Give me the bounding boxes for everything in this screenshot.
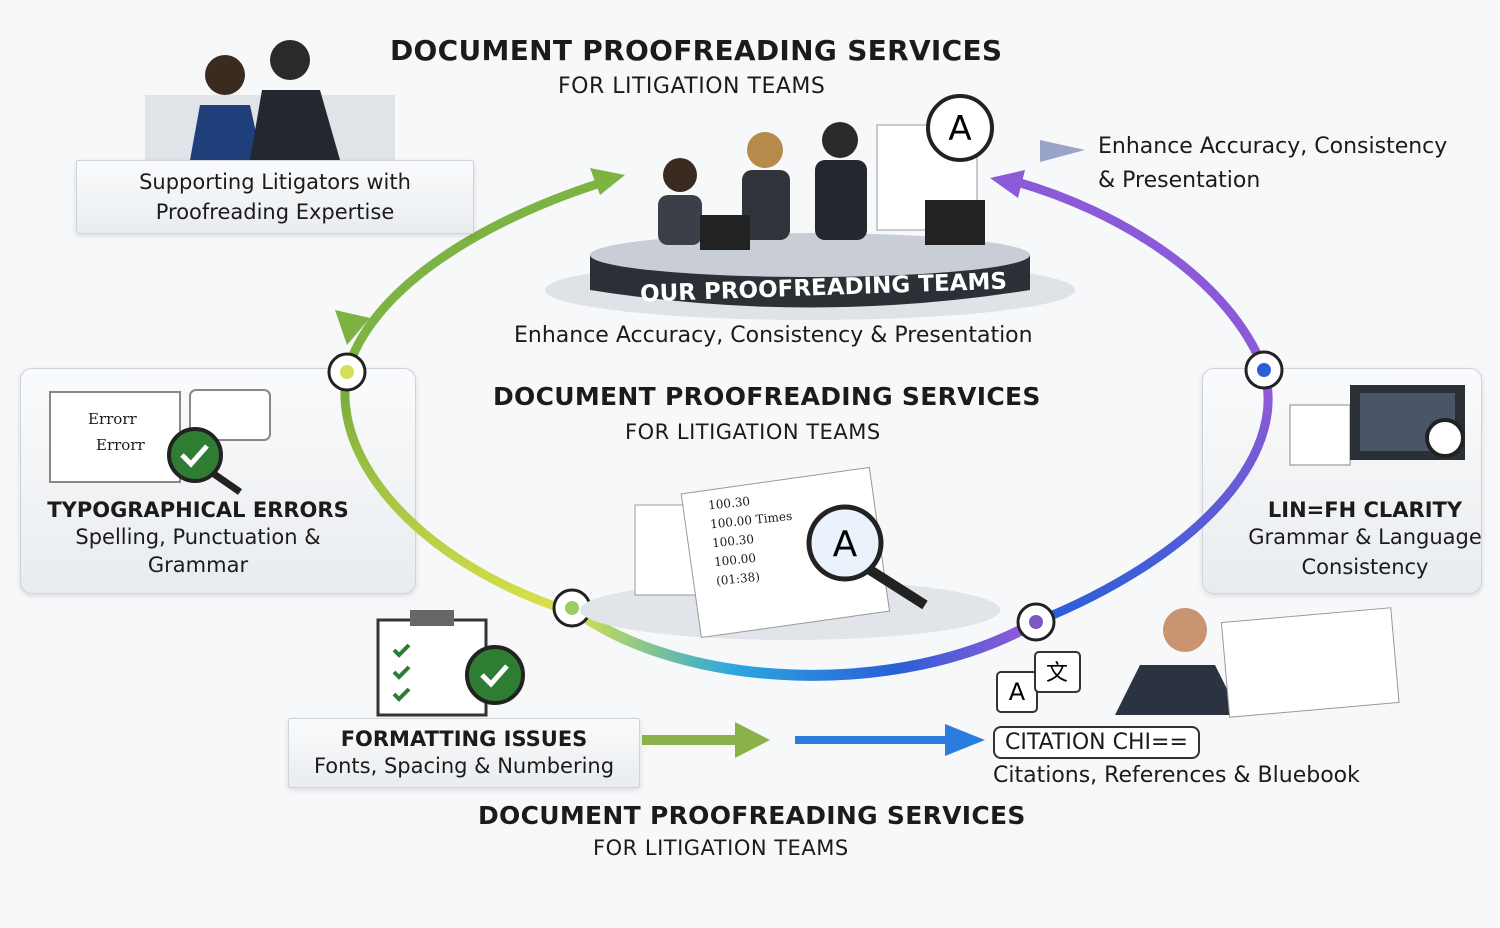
card-line: Grammar [20, 552, 376, 578]
enhance-accuracy-note: Enhance Accuracy, Consistency & Presenta… [1098, 130, 1447, 198]
citation-card: CITATION CHI== Citations, References & B… [993, 726, 1360, 788]
svg-text:A: A [1009, 678, 1026, 706]
litigators-illustration [145, 40, 395, 160]
error-text: Errorr [88, 410, 137, 428]
card-title: CITATION CHI== [993, 726, 1200, 759]
typo-icon [50, 390, 270, 492]
document-lines: 100.30 100.00 Times 100.30 100.00 (01:38… [707, 488, 799, 591]
a-icon: A [833, 524, 858, 565]
team-illustration [658, 96, 992, 250]
clarity-text: LIN=FH CLARITY Grammar & Language Consis… [1245, 498, 1485, 582]
center-subtitle: FOR LITIGATION TEAMS [625, 420, 881, 444]
supporting-litigators-card: Supporting Litigators with Proofreading … [76, 160, 474, 234]
card-line: Consistency [1245, 552, 1485, 582]
cycle-arc-right [1036, 370, 1268, 622]
header-subtitle: FOR LITIGATION TEAMS [558, 74, 825, 99]
header-title: DOCUMENT PROOFREADING SERVICES [390, 34, 1002, 67]
arrow-head [990, 170, 1025, 198]
card-title: FORMATTING ISSUES [289, 727, 639, 751]
footer-subtitle: FOR LITIGATION TEAMS [593, 836, 849, 860]
card-line: Citations, References & Bluebook [993, 763, 1360, 788]
arrow-right-green [642, 722, 770, 758]
note-line: Enhance Accuracy, Consistency [1098, 130, 1447, 164]
center-title: DOCUMENT PROOFREADING SERVICES [493, 382, 1041, 411]
typographical-errors-text: TYPOGRAPHICAL ERRORS Spelling, Punctuati… [20, 498, 376, 578]
arrow-head [1040, 140, 1085, 162]
card-line: Proofreading Expertise [77, 197, 473, 227]
card-title: LIN=FH CLARITY [1245, 498, 1485, 522]
error-text: Errorr [96, 436, 145, 454]
team-caption: Enhance Accuracy, Consistency & Presenta… [514, 323, 1033, 348]
formatting-issues-card: FORMATTING ISSUES Fonts, Spacing & Numbe… [288, 718, 640, 788]
arrow-right-blue [795, 724, 985, 756]
card-line: Spelling, Punctuation & [20, 522, 376, 552]
svg-text:文: 文 [1046, 661, 1068, 686]
card-line: Grammar & Language [1245, 522, 1485, 552]
computer-icon [1290, 385, 1465, 465]
footer-title: DOCUMENT PROOFREADING SERVICES [478, 801, 1026, 830]
card-line: Supporting Litigators with [77, 167, 473, 197]
card-title: TYPOGRAPHICAL ERRORS [20, 498, 376, 522]
note-line: & Presentation [1098, 164, 1447, 198]
cycle-arc-top-right [1010, 180, 1264, 370]
card-line: Fonts, Spacing & Numbering [289, 751, 639, 781]
checklist-icon [378, 610, 523, 715]
arrow-head [590, 168, 625, 195]
a-icon: A [948, 109, 971, 149]
